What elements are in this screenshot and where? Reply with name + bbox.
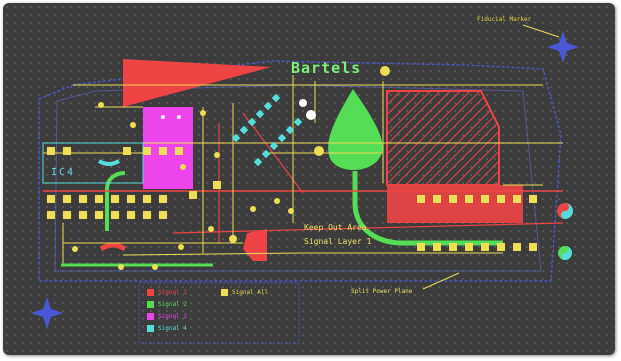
legend-item-signal-2: Signal 2 [147, 301, 187, 308]
cyan-diagonal-pads [231, 93, 303, 167]
legend-label: Signal All [232, 289, 269, 296]
vias [72, 66, 390, 270]
board-outline [38, 60, 562, 282]
legend-label: Signal 2 [158, 301, 187, 308]
legend-item-signal-4: Signal 4 [147, 325, 187, 332]
green-teardrop-pad [328, 89, 383, 170]
split-power-plane-label: Split Power Plane [351, 288, 413, 295]
red-angled-pad [243, 229, 267, 261]
board-name-label: Bartels [291, 59, 362, 77]
fiducial-marker-top [547, 31, 579, 63]
pcb-canvas[interactable] [3, 3, 615, 355]
legend-swatch [147, 289, 154, 296]
legend-swatch [147, 325, 154, 332]
white-via-1 [299, 99, 307, 107]
board-outline-inner [54, 84, 542, 272]
legend-item-signal-1: Signal 1 [147, 289, 187, 296]
legend-swatch [147, 301, 154, 308]
legend-label: Signal 4 [158, 325, 187, 332]
fiducial-marker-bottom [31, 297, 63, 329]
legend-swatch [147, 313, 154, 320]
ic4-label: IC4 [51, 167, 76, 178]
pcb-board-view[interactable]: Bartels Fiducial Marker Keep Out Area Si… [3, 3, 615, 355]
ic4-outline [42, 142, 144, 184]
keepout-area-label: Keep Out Area [304, 223, 367, 232]
ic4-pads [47, 147, 221, 219]
yellow-traces [43, 75, 563, 263]
white-via-2 [306, 110, 316, 120]
legend-item-signal-3: Signal 3 [147, 313, 187, 320]
fiducial-marker-label: Fiducial Marker [477, 16, 532, 23]
logo-symbol-top [557, 203, 573, 219]
split-plane-leader-line [422, 272, 460, 290]
logo-symbol-bottom [558, 246, 572, 260]
legend-label: Signal 1 [158, 289, 187, 296]
red-squiggle [99, 242, 127, 252]
connector-pads [417, 195, 537, 251]
white-via-3 [161, 115, 165, 119]
keepout-layer-label: Signal Layer 1 [304, 237, 372, 246]
fiducial-leader-line [522, 24, 560, 38]
white-via-4 [177, 115, 181, 119]
copper-triangle [123, 59, 271, 107]
legend-swatch [221, 289, 228, 296]
legend-label: Signal 3 [158, 313, 187, 320]
split-power-plane [386, 90, 500, 186]
cyan-squiggle [97, 159, 121, 166]
power-plane-red-fill [387, 185, 523, 223]
red-trace-2 [172, 222, 564, 234]
green-trace-left [105, 171, 126, 231]
signal3-pad-block [143, 107, 193, 189]
legend-box [138, 282, 300, 344]
legend-item-signal-all: Signal All [221, 289, 268, 296]
green-trace-main [352, 171, 503, 246]
